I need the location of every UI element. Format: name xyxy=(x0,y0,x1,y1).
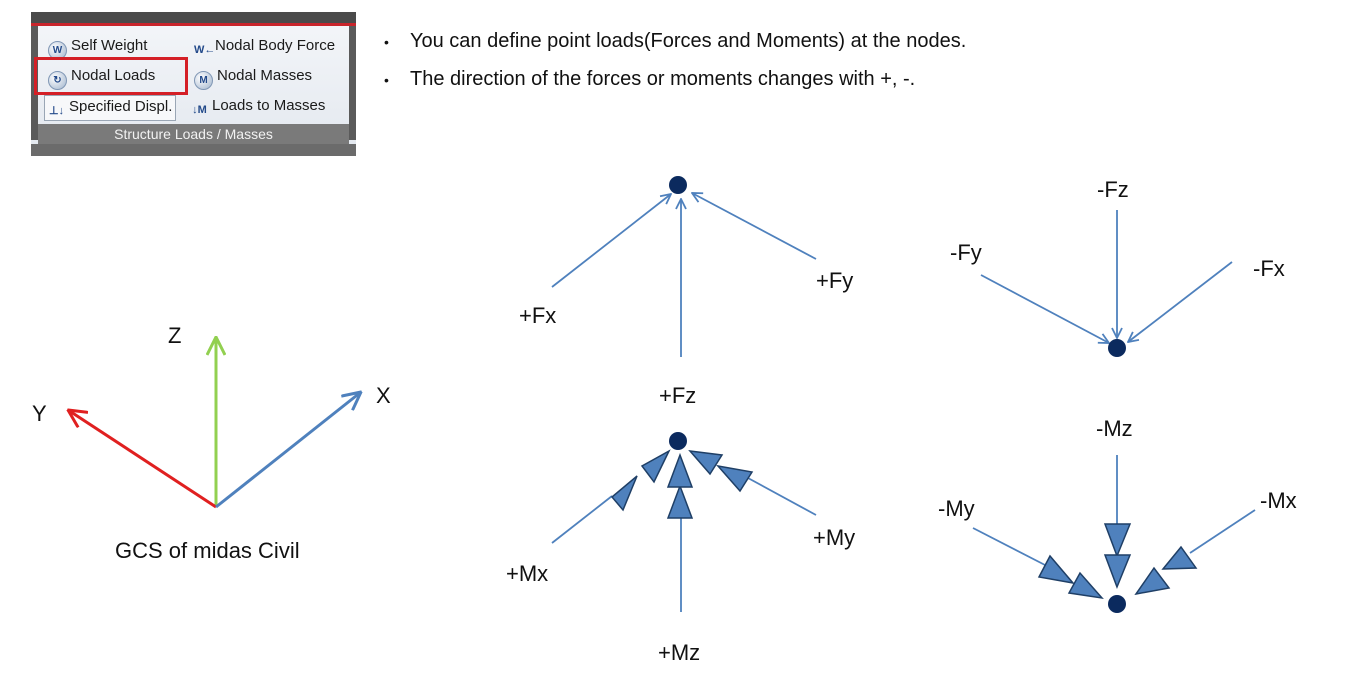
pos-fx-label: +Fx xyxy=(519,303,557,328)
pos-fz-label: +Fz xyxy=(659,383,697,408)
pos-fy-arrow xyxy=(692,193,817,260)
ribbon-accent-line xyxy=(31,23,356,26)
node-point xyxy=(1108,339,1126,357)
neg-fy-arrow xyxy=(980,274,1109,343)
loads-to-masses-label: Loads to Masses xyxy=(212,97,326,114)
x-axis-label: X xyxy=(376,383,391,408)
specified-displ-icon: ⊥↓ xyxy=(48,105,65,117)
neg-mz-head-2 xyxy=(1103,554,1132,590)
neg-mx-head-1 xyxy=(1161,545,1198,570)
pos-mz-label: +Mz xyxy=(658,640,701,665)
pos-my-head-1 xyxy=(716,464,754,493)
neg-my-head-2 xyxy=(1067,571,1104,600)
pos-my-label: +My xyxy=(813,525,856,550)
bullet-text-1: You can define point loads(Forces and Mo… xyxy=(410,30,967,52)
positive-moment-group xyxy=(551,432,817,612)
neg-mz-label: -Mz xyxy=(1096,416,1133,441)
bullet-list: • You can define point loads(Forces and M… xyxy=(384,27,966,103)
pos-mx-head-1 xyxy=(610,475,638,512)
ribbon-group-caption: Structure Loads / Masses xyxy=(38,124,349,144)
nodal-loads-button[interactable]: ↻Nodal Loads xyxy=(48,65,155,90)
pos-mx-arrow xyxy=(551,495,613,544)
nodal-masses-label: Nodal Masses xyxy=(217,67,313,84)
neg-fy-label: -Fy xyxy=(950,240,982,265)
neg-fx-label: -Fx xyxy=(1253,256,1285,281)
pos-mx-head-2 xyxy=(640,449,671,484)
ribbon-bottom-bar xyxy=(31,144,356,156)
x-axis-arrow xyxy=(215,392,361,509)
pos-fy-label: +Fy xyxy=(816,268,854,293)
negative-force-group xyxy=(980,210,1233,357)
self-weight-label: Self Weight xyxy=(71,37,148,54)
neg-mx-label: -Mx xyxy=(1260,488,1297,513)
nodal-body-force-button[interactable]: W←Nodal Body Force xyxy=(194,35,335,59)
pos-mz-head-1 xyxy=(666,483,694,519)
neg-fz-label: -Fz xyxy=(1097,177,1129,202)
nodal-body-force-label: Nodal Body Force xyxy=(215,37,336,54)
neg-my-arrow xyxy=(972,527,1046,566)
neg-mx-head-2 xyxy=(1134,566,1171,596)
neg-fx-arrow xyxy=(1128,261,1233,342)
bullet-text-2: The direction of the forces or moments c… xyxy=(410,68,916,90)
bullet-dot: • xyxy=(384,34,389,50)
pos-mz-head-2 xyxy=(666,452,694,488)
node-point xyxy=(669,432,687,450)
nodal-loads-label: Nodal Loads xyxy=(71,67,156,84)
pos-my-head-2 xyxy=(688,450,724,476)
y-axis-label: Y xyxy=(32,401,47,426)
ribbon-right-edge xyxy=(349,26,356,140)
y-axis-arrow xyxy=(68,410,217,509)
nodal-loads-icon: ↻ xyxy=(48,71,67,90)
nodal-masses-icon: M xyxy=(194,71,213,90)
bullet-item: • You can define point loads(Forces and M… xyxy=(384,27,966,65)
pos-mx-label: +Mx xyxy=(506,561,549,586)
z-axis-label: Z xyxy=(168,323,182,348)
node-point xyxy=(1108,595,1126,613)
negative-moment-group xyxy=(972,455,1256,613)
gcs-axes xyxy=(68,337,361,509)
ribbon-menu-bar xyxy=(31,12,356,26)
loads-to-masses-icon: ↓M xyxy=(192,104,207,116)
pos-my-arrow xyxy=(747,477,817,516)
neg-mz-head-1 xyxy=(1103,523,1132,559)
nodal-body-force-icon: W← xyxy=(194,44,216,56)
bullet-dot: • xyxy=(384,72,389,88)
node-point xyxy=(669,176,687,194)
specified-displ-button[interactable]: ⊥↓ Specified Displ. xyxy=(44,95,177,121)
specified-displ-label: Specified Displ. xyxy=(69,98,173,115)
neg-my-label: -My xyxy=(938,496,975,521)
neg-mx-arrow xyxy=(1189,509,1256,554)
gcs-caption: GCS of midas Civil xyxy=(115,538,300,563)
pos-fx-arrow xyxy=(551,194,671,288)
positive-force-group xyxy=(551,176,817,357)
neg-my-head-1 xyxy=(1037,554,1075,585)
bullet-item: • The direction of the forces or moments … xyxy=(384,65,966,103)
loads-to-masses-button[interactable]: ↓M Loads to Masses xyxy=(191,95,325,119)
nodal-loads-highlight-box xyxy=(34,57,188,95)
